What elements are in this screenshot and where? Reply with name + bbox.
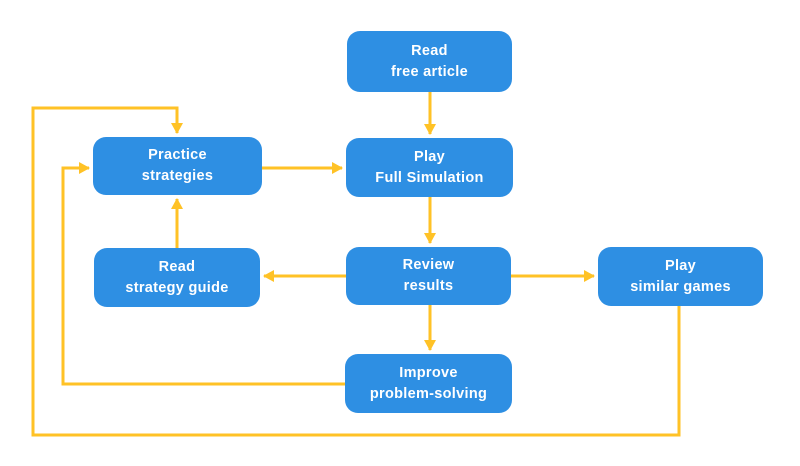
node-play-similar-games[interactable]: Play similar games [598, 247, 763, 306]
node-play-full-simulation[interactable]: Play Full Simulation [346, 138, 513, 197]
edge-improve-problem-solving-to-practice-strategies [61, 162, 345, 386]
node-improve-problem-solving[interactable]: Improve problem-solving [345, 354, 512, 413]
edge-play-similar-games-to-practice-strategies [31, 106, 681, 437]
node-review-results[interactable]: Review results [346, 247, 511, 305]
node-read-free-article[interactable]: Read free article [347, 31, 512, 92]
node-read-strategy-guide[interactable]: Read strategy guide [94, 248, 260, 307]
node-practice-strategies[interactable]: Practice strategies [93, 137, 262, 195]
